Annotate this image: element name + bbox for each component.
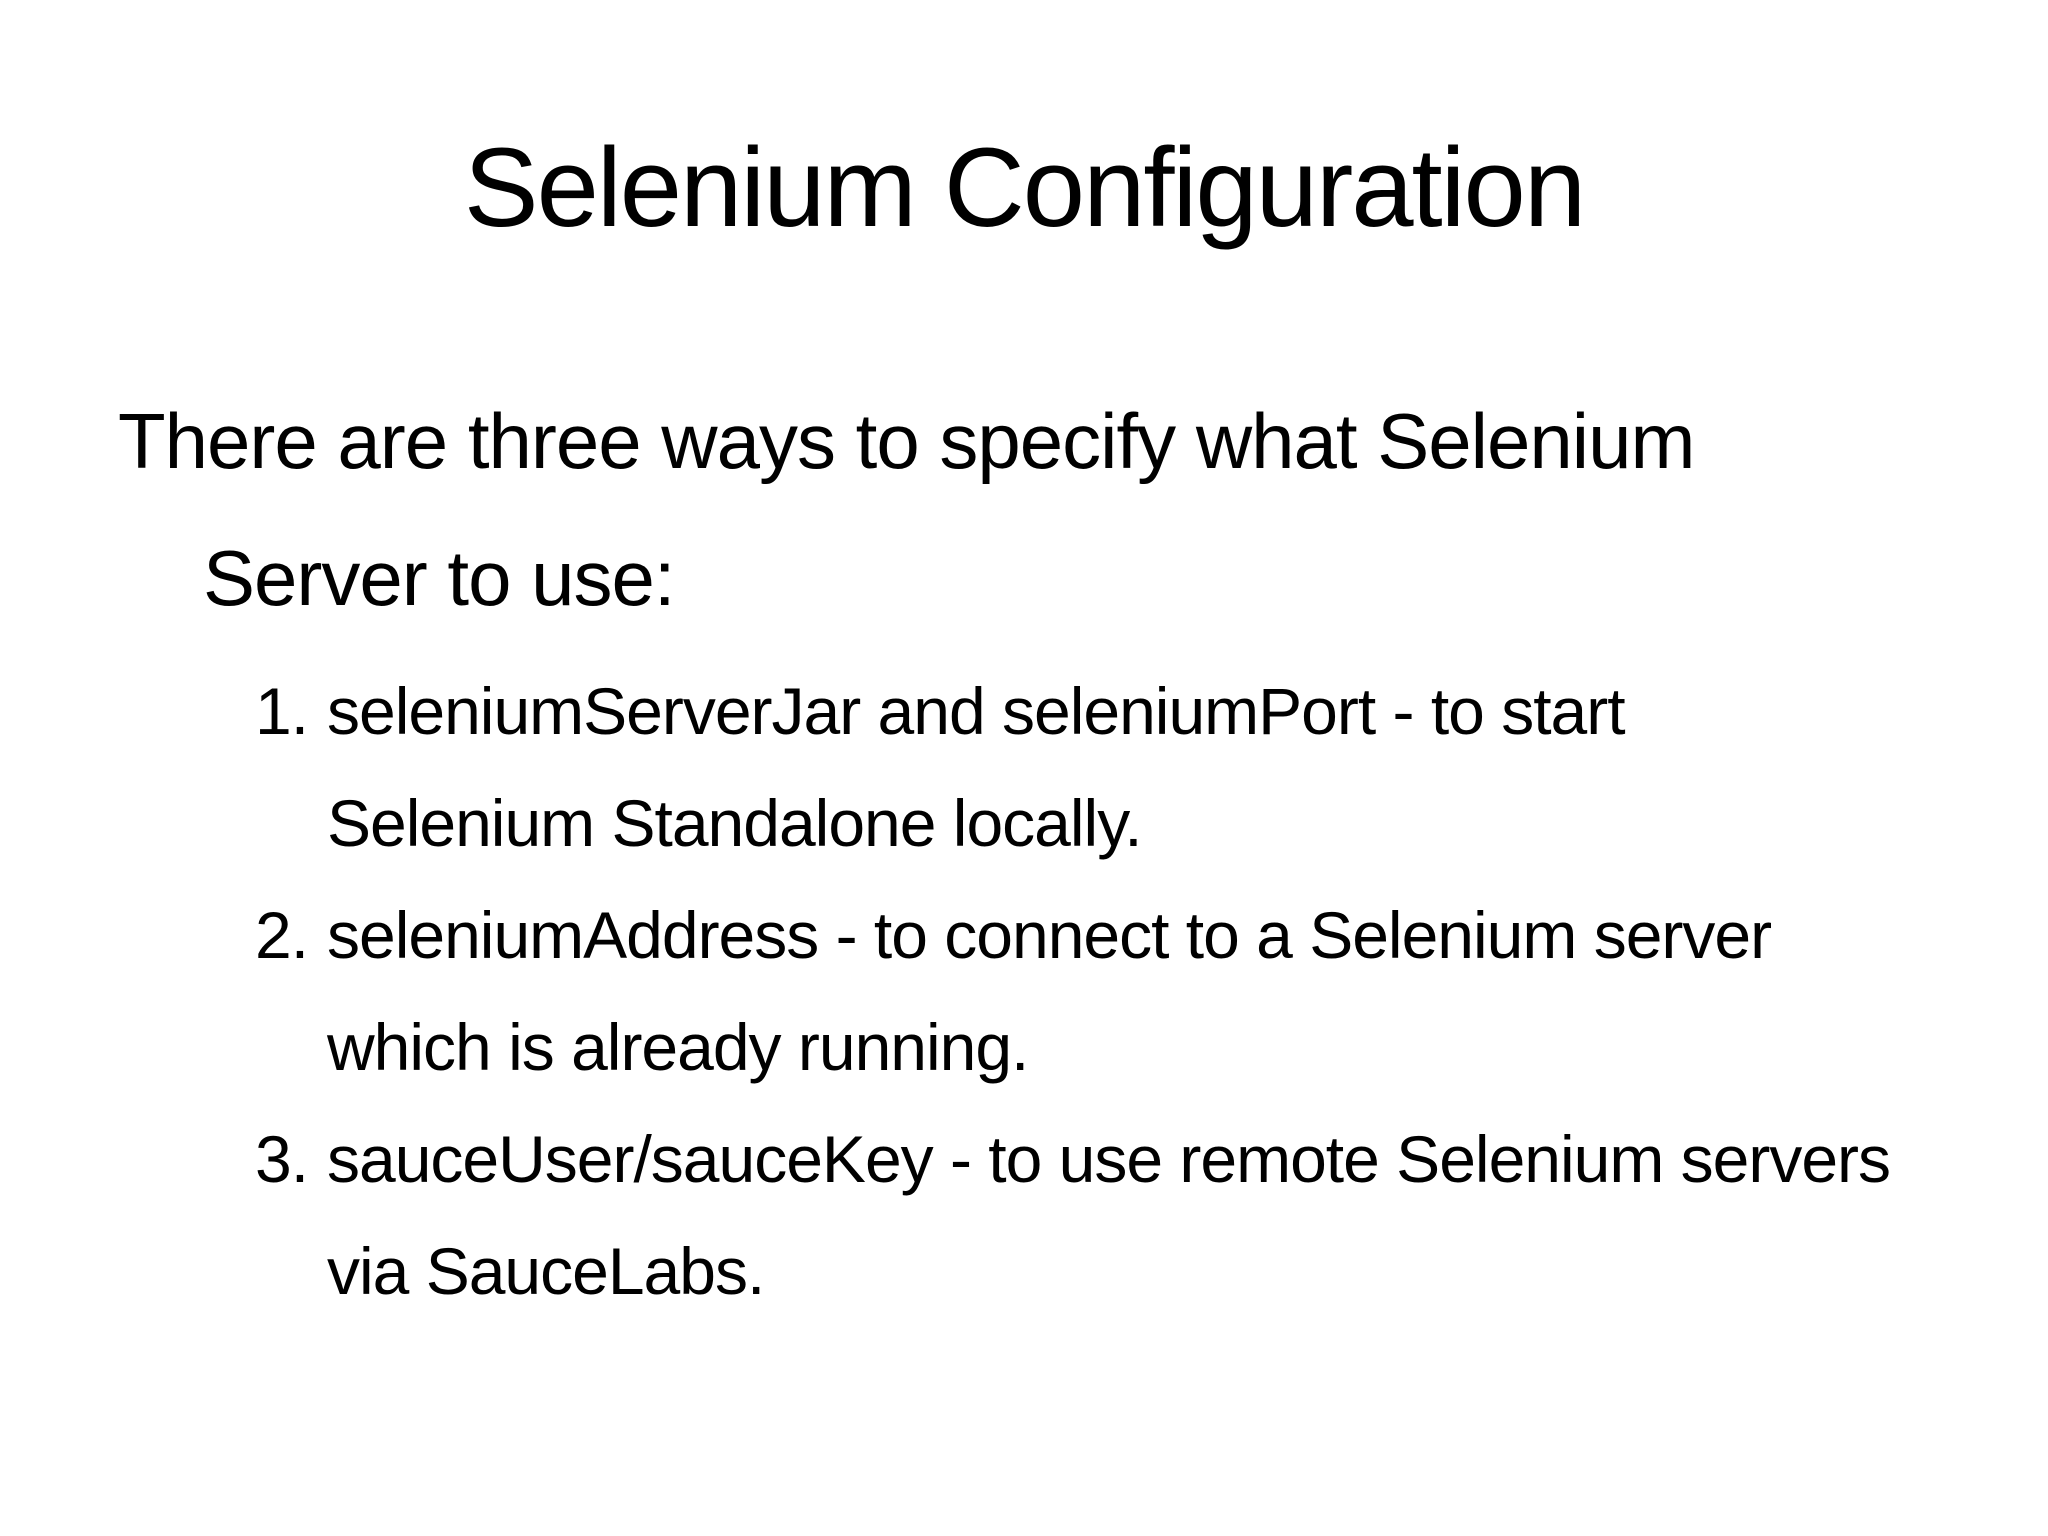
list-item-1-number: 1. [255,674,309,748]
list-item-1-line-1: seleniumServerJar and seleniumPort - to … [327,674,1626,748]
list-item-2-line-1: seleniumAddress - to connect to a Seleni… [327,898,1772,972]
list-item-2-line-2: which is already running. [327,1010,1029,1084]
list-item-3-number: 3. [255,1122,309,1196]
intro-paragraph-line-2: Server to use: [203,534,676,622]
list-item-1-line-2: Selenium Standalone locally. [327,786,1143,860]
slide-title: Selenium Configuration [463,125,1586,250]
list-item-3-line-1: sauceUser/sauceKey - to use remote Selen… [327,1122,1891,1196]
intro-paragraph-line-1: There are three ways to specify what Sel… [118,397,1695,485]
list-item-2-number: 2. [255,898,309,972]
list-item-3-line-2: via SauceLabs. [327,1234,765,1308]
